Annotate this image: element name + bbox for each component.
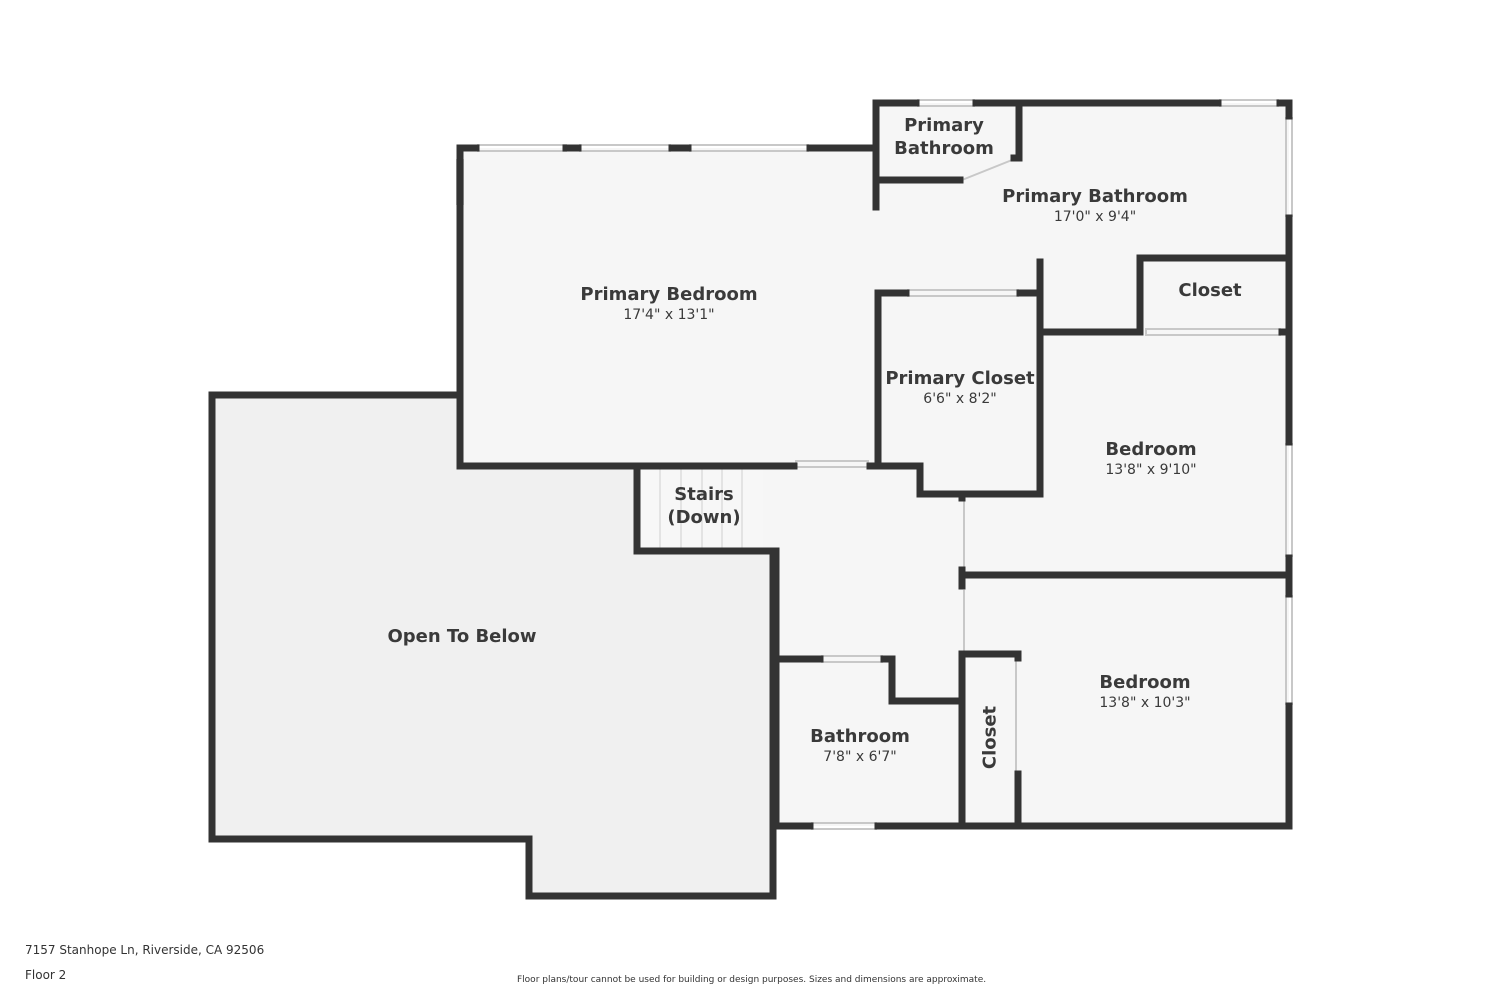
walls bbox=[208, 99, 1293, 900]
closet-top-label: Closet bbox=[1160, 279, 1260, 302]
room-name: Open To Below bbox=[387, 626, 537, 647]
floor-label: Floor 2 bbox=[25, 968, 67, 982]
room-dimensions: 13'8" x 9'10" bbox=[1105, 462, 1197, 478]
room-name: Closet bbox=[1178, 280, 1242, 301]
primary-closet-label: Primary Closet 6'6" x 8'2" bbox=[880, 367, 1040, 408]
disclaimer-text: Floor plans/tour cannot be used for buil… bbox=[517, 975, 987, 985]
bedroom-1-label: Bedroom 13'8" x 9'10" bbox=[1071, 438, 1231, 479]
closet-side-label: Closet bbox=[979, 688, 1002, 788]
room-name: Closet bbox=[979, 705, 1001, 770]
primary-bathroom-label: Primary Bathroom 17'0" x 9'4" bbox=[995, 185, 1195, 226]
room-name: Bathroom bbox=[894, 138, 994, 159]
open-to-below-floor bbox=[212, 395, 773, 896]
room-dimensions: 6'6" x 8'2" bbox=[923, 391, 997, 407]
room-name: Stairs bbox=[674, 484, 734, 505]
room-dimensions: 13'8" x 10'3" bbox=[1099, 695, 1191, 711]
room-name: Bedroom bbox=[1099, 672, 1191, 693]
open-to-below-label: Open To Below bbox=[362, 625, 562, 648]
room-name: Primary Bedroom bbox=[580, 284, 758, 305]
room-name: Primary bbox=[904, 115, 984, 136]
room-name: Primary Bathroom bbox=[1002, 186, 1188, 207]
room-dimensions: 7'8" x 6'7" bbox=[823, 749, 897, 765]
primary-bedroom-label: Primary Bedroom 17'4" x 13'1" bbox=[569, 283, 769, 324]
room-name: Primary Closet bbox=[885, 368, 1035, 389]
room-name: (Down) bbox=[667, 507, 741, 528]
room-name: Bathroom bbox=[810, 726, 910, 747]
bathroom-label: Bathroom 7'8" x 6'7" bbox=[790, 725, 930, 766]
room-dimensions: 17'0" x 9'4" bbox=[1053, 209, 1137, 225]
room-name: Bedroom bbox=[1105, 439, 1197, 460]
stairs-label: Stairs (Down) bbox=[654, 483, 754, 529]
primary-bathroom-small-label: Primary Bathroom bbox=[893, 114, 995, 160]
bedroom-2-label: Bedroom 13'8" x 10'3" bbox=[1065, 671, 1225, 712]
room-dimensions: 17'4" x 13'1" bbox=[623, 307, 715, 323]
stair-treads bbox=[659, 469, 743, 549]
property-address: 7157 Stanhope Ln, Riverside, CA 92506 bbox=[25, 943, 265, 957]
